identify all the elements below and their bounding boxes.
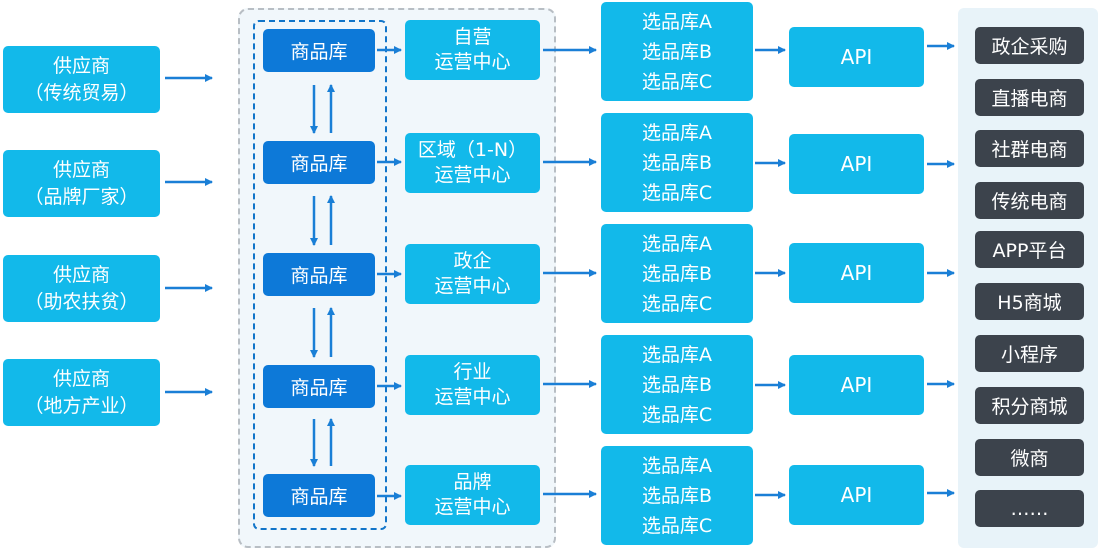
api-box-2: API — [789, 134, 924, 194]
channel-9: 微商 — [975, 439, 1084, 476]
center-title: 品牌 — [453, 471, 492, 493]
goods-library-3: 商品库 — [263, 253, 375, 296]
channel-2: 直播电商 — [975, 79, 1084, 116]
goods-library-2: 商品库 — [263, 141, 375, 184]
channel-10: …… — [975, 490, 1084, 527]
supplier-title: 供应商 — [52, 367, 110, 390]
api-label: API — [840, 45, 873, 69]
channel-8: 积分商城 — [975, 387, 1084, 424]
selection-library-group-5: 选品库A 选品库B 选品库C — [601, 446, 753, 545]
api-box-3: API — [789, 243, 924, 303]
operation-center-1: 自营 运营中心 — [405, 20, 540, 80]
center-title: 政企 — [453, 250, 492, 272]
selection-library-a: 选品库A — [642, 343, 712, 366]
supplier-type: （地方产业） — [24, 394, 139, 417]
goods-library-4: 商品库 — [263, 365, 375, 408]
goods-library-label: 商品库 — [290, 486, 348, 508]
selection-library-c: 选品库C — [641, 70, 713, 93]
selection-library-c: 选品库C — [641, 403, 713, 426]
center-title: 自营 — [453, 26, 492, 48]
selection-library-c: 选品库C — [641, 181, 713, 204]
center-subtitle: 运营中心 — [434, 275, 511, 297]
supplier-box-3: 供应商 （助农扶贫） — [3, 255, 160, 322]
supplier-title: 供应商 — [52, 263, 110, 286]
supplier-title: 供应商 — [52, 158, 110, 181]
selection-library-group-2: 选品库A 选品库B 选品库C — [601, 113, 753, 212]
selection-library-b: 选品库B — [641, 40, 713, 63]
selection-library-group-4: 选品库A 选品库B 选品库C — [601, 335, 753, 434]
channel-label: …… — [1010, 497, 1049, 520]
selection-library-a: 选品库A — [642, 232, 712, 255]
channel-label: 社群电商 — [991, 139, 1068, 161]
goods-library-label: 商品库 — [290, 153, 348, 175]
channel-6: H5商城 — [975, 283, 1084, 320]
api-label: API — [840, 261, 873, 285]
operation-center-3: 政企 运营中心 — [405, 244, 540, 304]
selection-library-a: 选品库A — [642, 10, 712, 33]
selection-library-c: 选品库C — [641, 514, 713, 537]
channel-7: 小程序 — [975, 335, 1084, 372]
goods-library-5: 商品库 — [263, 474, 375, 517]
channel-label: 直播电商 — [991, 88, 1068, 110]
supplier-box-2: 供应商 （品牌厂家） — [3, 150, 160, 217]
supplier-box-1: 供应商 （传统贸易） — [3, 46, 160, 113]
selection-library-a: 选品库A — [642, 121, 712, 144]
selection-library-c: 选品库C — [641, 292, 713, 315]
center-subtitle: 运营中心 — [434, 51, 511, 73]
goods-library-label: 商品库 — [290, 377, 348, 399]
center-subtitle: 运营中心 — [434, 496, 511, 518]
api-box-5: API — [789, 465, 924, 525]
selection-library-b: 选品库B — [641, 151, 713, 174]
supplier-type: （传统贸易） — [24, 81, 139, 104]
operation-center-4: 行业 运营中心 — [405, 355, 540, 415]
channel-4: 传统电商 — [975, 182, 1084, 219]
selection-library-group-3: 选品库A 选品库B 选品库C — [601, 224, 753, 323]
channel-label: 传统电商 — [991, 191, 1068, 213]
channel-label: 政企采购 — [991, 36, 1068, 58]
selection-library-b: 选品库B — [641, 373, 713, 396]
selection-library-a: 选品库A — [642, 454, 712, 477]
goods-library-1: 商品库 — [263, 29, 375, 72]
operation-center-5: 品牌 运营中心 — [405, 465, 540, 525]
channel-3: 社群电商 — [975, 130, 1084, 167]
channel-label: 积分商城 — [991, 396, 1068, 418]
api-box-4: API — [789, 355, 924, 415]
selection-library-b: 选品库B — [641, 484, 713, 507]
api-label: API — [840, 483, 873, 507]
goods-library-label: 商品库 — [290, 41, 348, 63]
center-title: 行业 — [453, 361, 492, 383]
goods-library-label: 商品库 — [290, 265, 348, 287]
supplier-type: （助农扶贫） — [24, 290, 139, 313]
supplier-type: （品牌厂家） — [24, 185, 139, 208]
api-box-1: API — [789, 27, 924, 87]
center-title: 区域（1-N） — [417, 139, 528, 161]
center-subtitle: 运营中心 — [434, 386, 511, 408]
channel-label: APP平台 — [992, 240, 1067, 262]
supplier-box-4: 供应商 （地方产业） — [3, 359, 160, 426]
supplier-title: 供应商 — [52, 54, 110, 77]
selection-library-b: 选品库B — [641, 262, 713, 285]
channel-5: APP平台 — [975, 231, 1084, 268]
channel-1: 政企采购 — [975, 27, 1084, 64]
channel-label: H5商城 — [997, 292, 1062, 314]
api-label: API — [840, 152, 873, 176]
operation-center-2: 区域（1-N） 运营中心 — [405, 133, 540, 193]
channel-label: 微商 — [1010, 448, 1049, 470]
channel-label: 小程序 — [1000, 344, 1058, 366]
api-label: API — [840, 373, 873, 397]
center-subtitle: 运营中心 — [434, 164, 511, 186]
selection-library-group-1: 选品库A 选品库B 选品库C — [601, 2, 753, 101]
